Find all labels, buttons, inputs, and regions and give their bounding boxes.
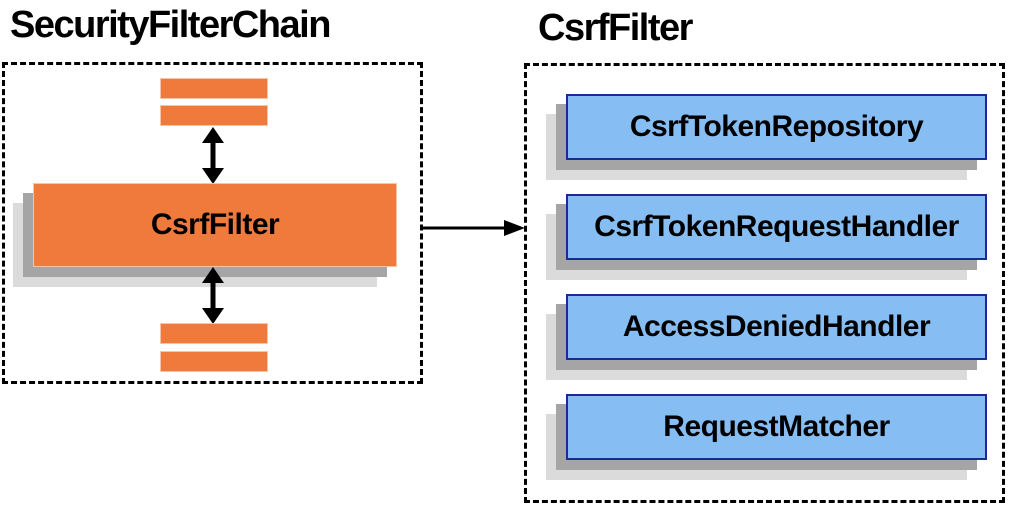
csrf-filter-box-label: CsrfFilter xyxy=(150,208,280,241)
component-label: CsrfTokenRequestHandler xyxy=(594,210,959,243)
right-panel-title: CsrfFilter xyxy=(538,7,693,49)
csrf-filter-box: CsrfFilter xyxy=(33,183,397,267)
bidirectional-arrow-icon xyxy=(200,267,226,324)
component-box-csrf-token-repository: CsrfTokenRepository xyxy=(566,94,987,160)
filter-placeholder-bar xyxy=(160,323,268,344)
right-arrow-icon xyxy=(423,218,526,238)
filter-placeholder-bar xyxy=(160,351,268,372)
security-filter-chain-container xyxy=(2,62,423,384)
component-box-csrf-token-request-handler: CsrfTokenRequestHandler xyxy=(566,194,987,260)
component-label: RequestMatcher xyxy=(663,410,890,443)
filter-placeholder-bar xyxy=(160,105,268,126)
component-box-access-denied-handler: AccessDeniedHandler xyxy=(566,294,987,360)
left-panel-title: SecurityFilterChain xyxy=(10,4,331,46)
component-label: CsrfTokenRepository xyxy=(629,110,924,143)
csrf-filter-container xyxy=(524,63,1005,503)
component-label: AccessDeniedHandler xyxy=(622,310,931,343)
component-box-request-matcher: RequestMatcher xyxy=(566,394,987,460)
filter-placeholder-bar xyxy=(160,78,268,99)
bidirectional-arrow-icon xyxy=(200,127,226,184)
